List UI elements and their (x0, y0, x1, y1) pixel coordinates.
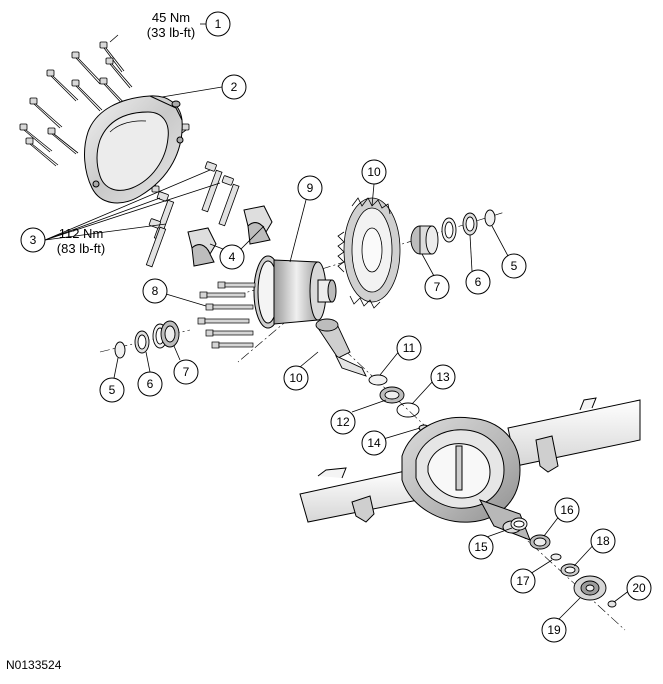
callout-5-right: 5 (501, 253, 527, 279)
right-side-bearing-stack (410, 209, 496, 255)
svg-text:17: 17 (516, 574, 530, 588)
svg-text:9: 9 (307, 181, 314, 195)
ring-gear (337, 197, 401, 309)
callout-3: 3 (20, 227, 46, 253)
callouts: 1 2 3 4 5 5 6 6 7 7 8 9 10 10 11 12 13 1… (20, 11, 652, 643)
left-side-bearing-stack (114, 320, 180, 359)
svg-text:1: 1 (215, 17, 222, 31)
svg-text:16: 16 (560, 503, 574, 517)
svg-text:15: 15 (474, 540, 488, 554)
callout-13: 13 (430, 364, 456, 390)
torque-imperial: (83 lb-ft) (56, 241, 106, 256)
callout-7-left: 7 (173, 359, 199, 385)
pinion-gear (315, 318, 367, 377)
torque-metric: 112 Nm (58, 226, 104, 241)
callout-6-right: 6 (465, 269, 491, 295)
callout-20: 20 (626, 575, 652, 601)
ring-gear-bolts (197, 281, 256, 349)
svg-text:3: 3 (30, 233, 37, 247)
callout-4: 4 (219, 244, 245, 270)
svg-text:19: 19 (547, 623, 561, 637)
callout-2: 2 (221, 74, 247, 100)
svg-text:14: 14 (367, 436, 381, 450)
svg-text:10: 10 (289, 371, 303, 385)
pinion-flange-stack (510, 517, 617, 608)
callout-6-left: 6 (137, 371, 163, 397)
svg-text:11: 11 (403, 341, 416, 355)
differential-case (253, 255, 337, 329)
callout-17: 17 (510, 568, 536, 594)
figure-reference-code: N0133524 (6, 658, 62, 672)
svg-text:4: 4 (229, 250, 236, 264)
callout-15: 15 (468, 534, 494, 560)
callout-10-pinion: 10 (283, 365, 309, 391)
svg-text:13: 13 (436, 370, 450, 384)
svg-text:7: 7 (183, 365, 190, 379)
torque-imperial: (33 lb-ft) (146, 25, 196, 40)
torque-spec-cover-bolts: 45 Nm (33 lb-ft) (138, 10, 204, 40)
svg-text:18: 18 (596, 534, 610, 548)
callout-8: 8 (142, 278, 168, 304)
svg-text:5: 5 (109, 383, 116, 397)
svg-text:7: 7 (434, 280, 441, 294)
callout-19: 19 (541, 617, 567, 643)
callout-12: 12 (330, 409, 356, 435)
torque-spec-bearing-cap-bolts: 112 Nm (83 lb-ft) (46, 226, 116, 256)
callout-7-right: 7 (424, 274, 450, 300)
svg-text:12: 12 (336, 415, 350, 429)
bearing-cap-bolts (145, 161, 240, 268)
differential-cover (84, 95, 184, 204)
bearing-caps (187, 205, 273, 267)
callout-9: 9 (297, 175, 323, 201)
svg-text:8: 8 (152, 284, 159, 298)
callout-14: 14 (361, 430, 387, 456)
callout-11: 11 (396, 335, 422, 361)
callout-10-ring: 10 (361, 159, 387, 185)
pinion-bearing-set (368, 374, 430, 432)
svg-text:6: 6 (147, 377, 154, 391)
svg-text:5: 5 (511, 259, 518, 273)
svg-text:10: 10 (367, 165, 381, 179)
svg-text:6: 6 (475, 275, 482, 289)
callout-1: 1 (205, 11, 231, 37)
svg-text:20: 20 (632, 581, 646, 595)
axle-housing (299, 397, 641, 541)
callout-5-left: 5 (99, 377, 125, 403)
callout-16: 16 (554, 497, 580, 523)
svg-text:2: 2 (231, 80, 238, 94)
callout-18: 18 (590, 528, 616, 554)
torque-metric: 45 Nm (151, 10, 191, 25)
